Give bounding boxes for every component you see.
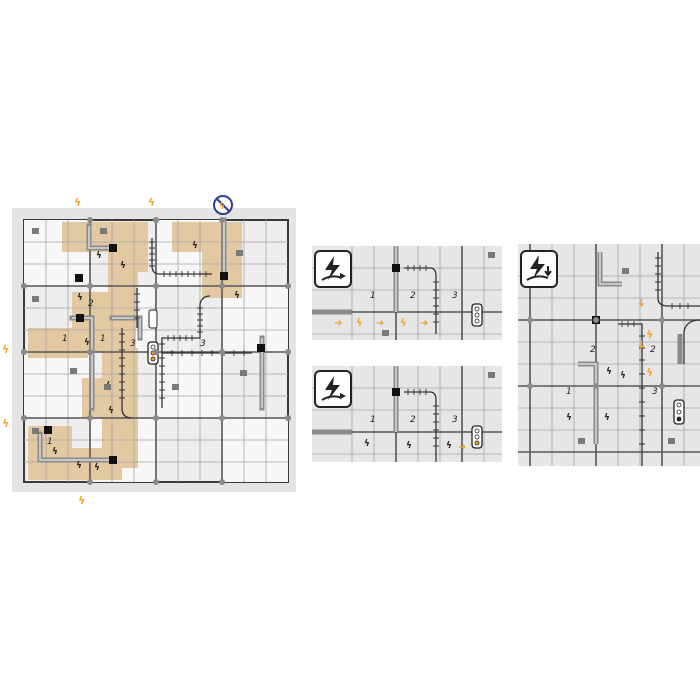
district-number: 2 [650, 345, 656, 355]
district-number: 1 [370, 415, 376, 425]
district-number: 3 [452, 291, 458, 301]
svg-text:➜: ➜ [458, 442, 466, 453]
svg-text:ϟ: ϟ [96, 251, 102, 261]
svg-text:ϟ: ϟ [364, 439, 370, 449]
example-panel-top: 1 2 3 ➜ ϟ ➜ ϟ ➜ [312, 246, 502, 340]
svg-text:ϟ: ϟ [406, 441, 412, 451]
building-icon [32, 228, 247, 434]
svg-text:ϟ: ϟ [52, 447, 58, 457]
svg-text:➜: ➜ [635, 298, 648, 307]
svg-text:ϟ: ϟ [76, 461, 82, 471]
svg-text:ϟ: ϟ [566, 413, 572, 423]
station-square [44, 244, 265, 464]
svg-text:ϟ: ϟ [606, 367, 612, 377]
svg-text:➜: ➜ [334, 318, 342, 329]
district-number: 1 [100, 334, 106, 344]
district-number: 2 [88, 299, 94, 309]
svg-text:ϟ: ϟ [94, 463, 100, 473]
power-bolt-icon: ϟ [78, 494, 86, 507]
district-number: 3 [200, 339, 206, 349]
edge-connector [21, 217, 291, 485]
svg-text:ϟ: ϟ [219, 202, 225, 212]
main-board: ϟ ϟ ϟ ϟ ϟ ϟ ϟ ϟ ϟ ϟ ϟ [12, 208, 296, 492]
district-number: 2 [410, 291, 416, 301]
district-number: 3 [452, 415, 458, 425]
district-number: 2 [590, 345, 596, 355]
power-bolt-icon: ϟ [2, 343, 10, 356]
district-number: 1 [566, 387, 572, 397]
district-number: 3 [652, 387, 658, 397]
svg-text:ϟ: ϟ [108, 406, 114, 416]
power-right-icon [314, 370, 352, 408]
svg-text:ϟ: ϟ [620, 371, 626, 381]
power-bolt-icon: ϟ [2, 417, 10, 430]
example-panel-bottom: 1 2 3 ϟ ϟ ϟ ➜ [312, 366, 502, 462]
svg-text:ϟ: ϟ [84, 338, 90, 348]
district-number: 1 [62, 334, 68, 344]
power-right-icon [314, 250, 352, 288]
svg-text:ϟ: ϟ [646, 366, 653, 379]
svg-text:ϟ: ϟ [192, 241, 198, 251]
district-number: 1 [370, 291, 376, 301]
svg-text:ϟ: ϟ [234, 291, 240, 301]
district-number: 3 [130, 339, 136, 349]
svg-text:➜: ➜ [420, 318, 428, 329]
svg-text:ϟ: ϟ [446, 441, 452, 451]
district-number: 1 [47, 437, 53, 447]
svg-text:➜: ➜ [376, 318, 384, 329]
forbidden-icon: ϟ [212, 194, 234, 216]
svg-text:➜: ➜ [635, 340, 648, 349]
svg-text:ϟ: ϟ [604, 413, 610, 423]
power-bolt-icon: ϟ [74, 196, 82, 209]
svg-text:ϟ: ϟ [400, 318, 407, 329]
svg-text:ϟ: ϟ [120, 261, 126, 271]
power-down-icon [520, 250, 558, 288]
svg-text:ϟ: ϟ [646, 328, 653, 341]
svg-text:ϟ: ϟ [356, 318, 363, 329]
svg-text:ϟ: ϟ [77, 293, 83, 303]
district-number: 2 [410, 415, 416, 425]
power-bolt-icon: ϟ [148, 196, 156, 209]
